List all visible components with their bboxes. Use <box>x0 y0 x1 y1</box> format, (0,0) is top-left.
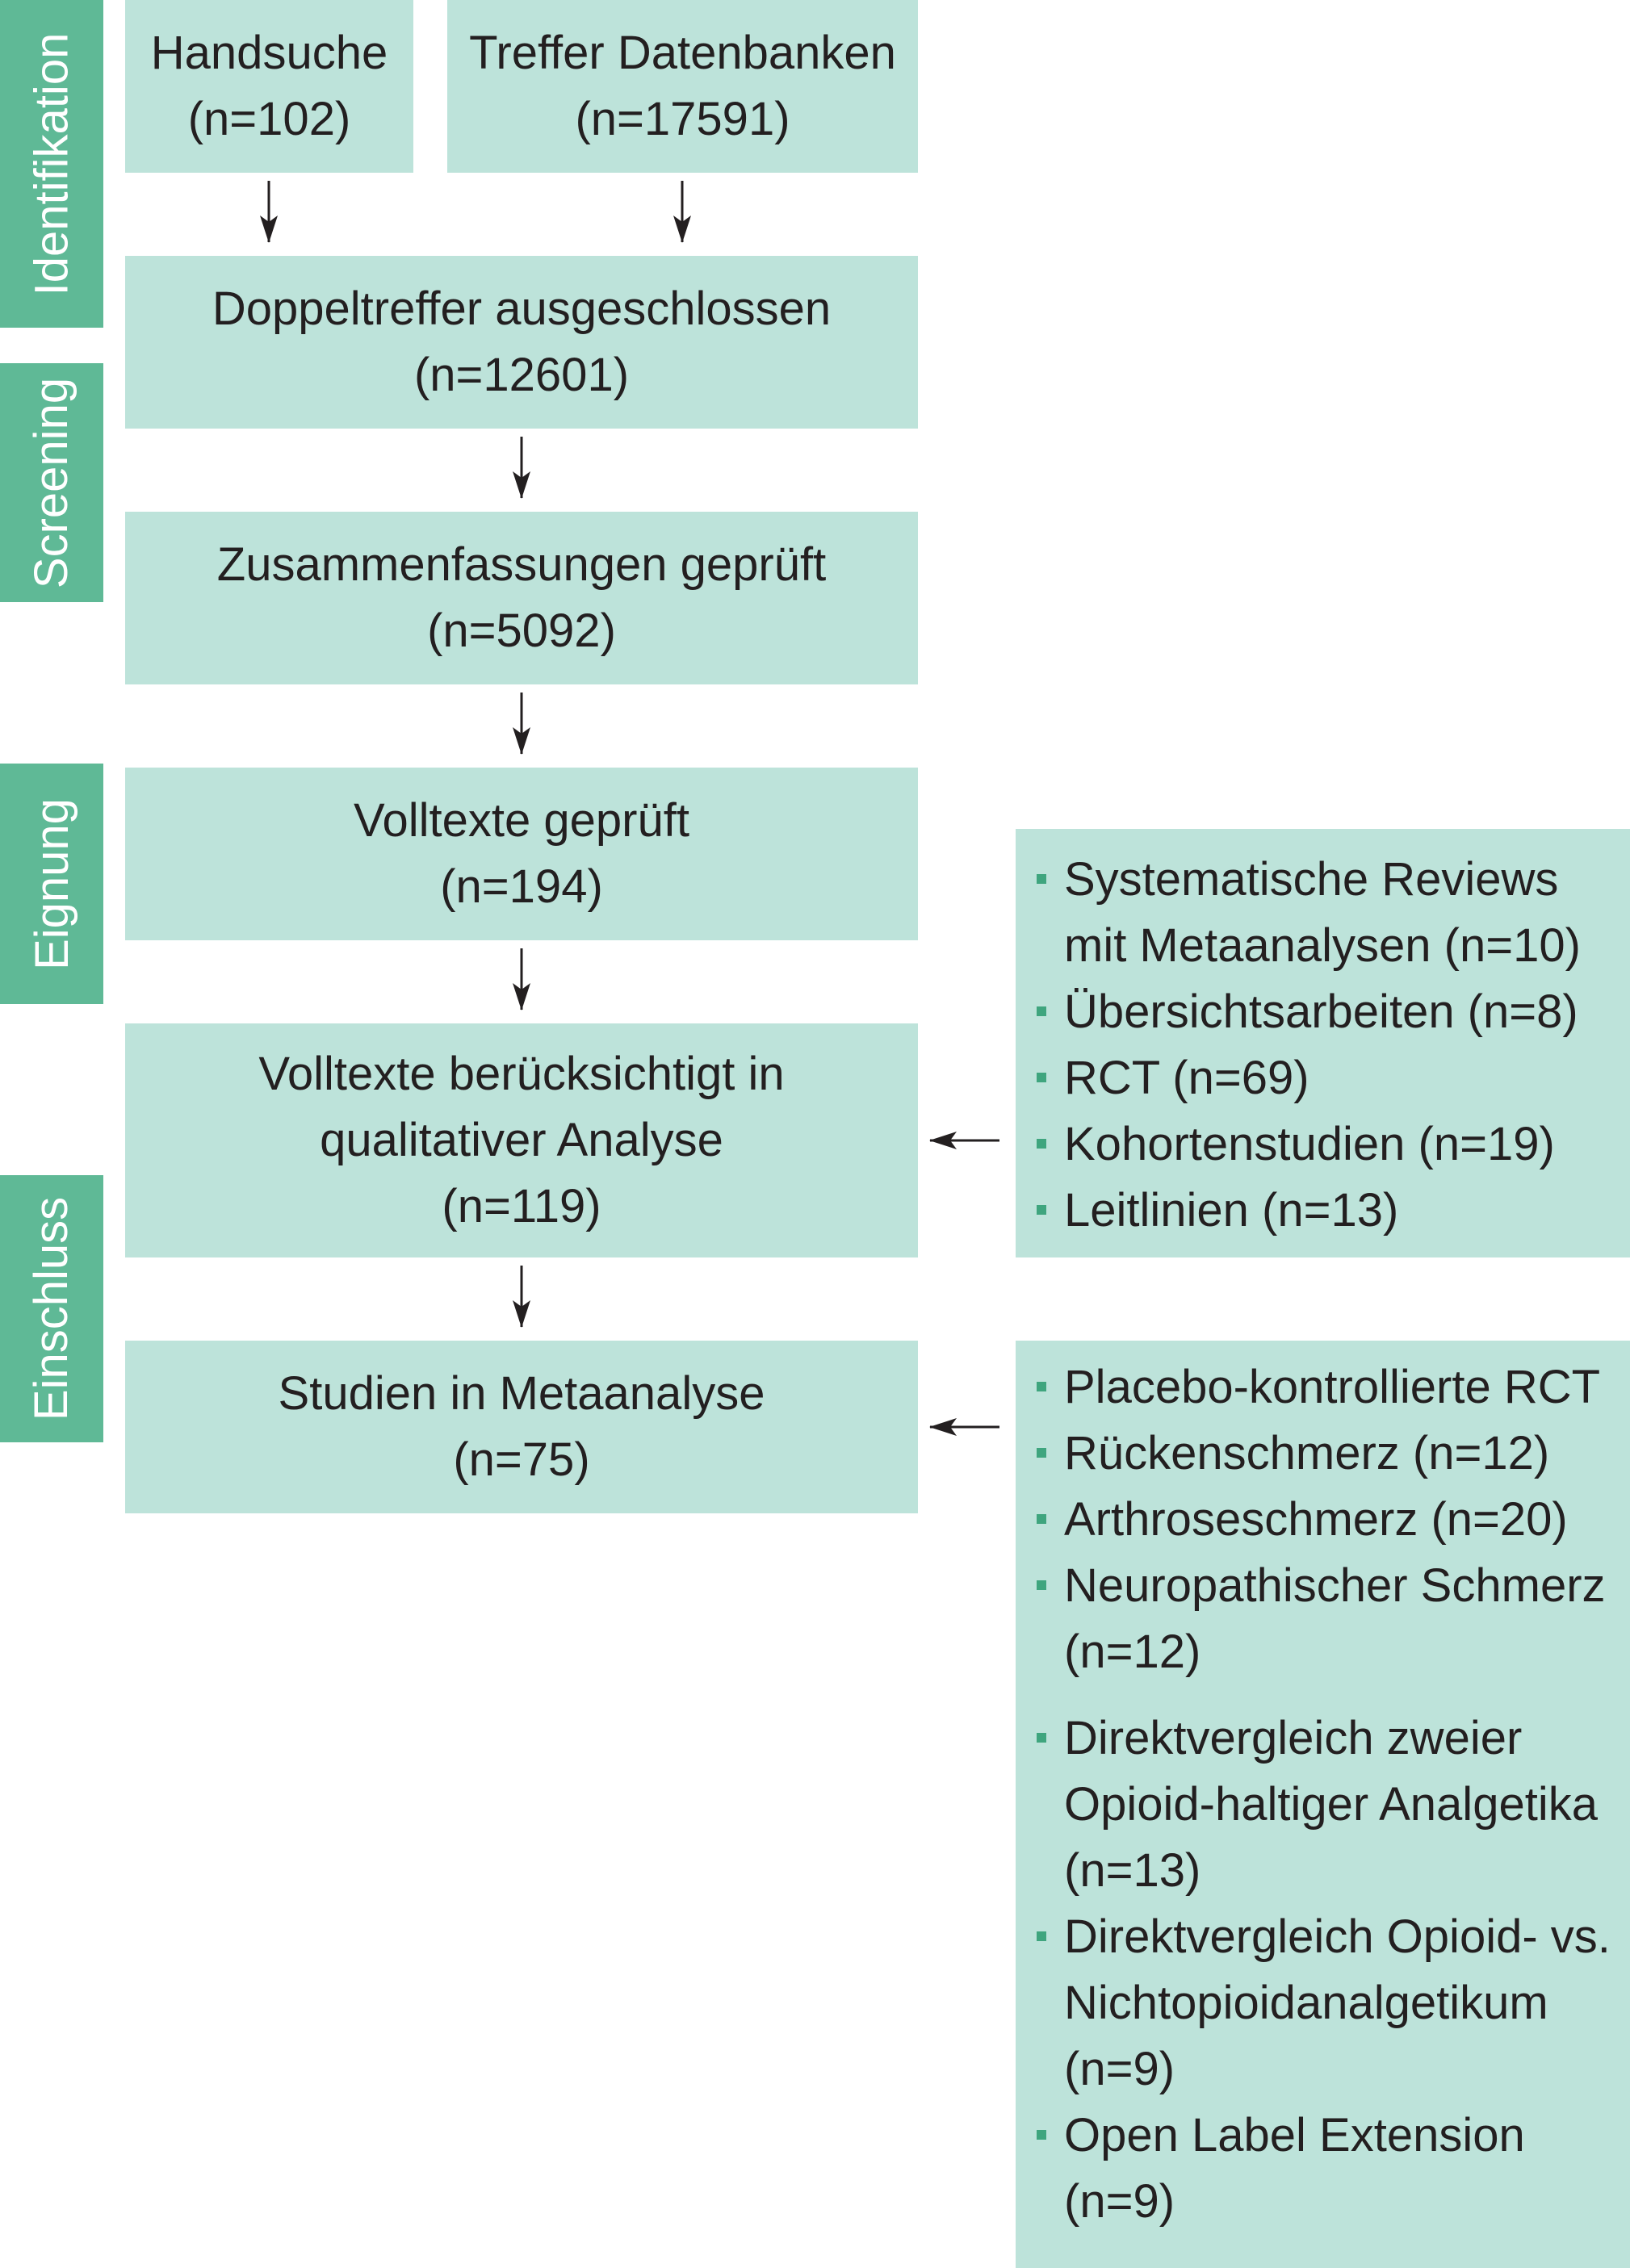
breakdown-item-line: Arthroseschmerz (n=20) <box>1064 1493 1568 1546</box>
phase-eligibility: Eignung <box>0 764 103 1004</box>
bullet-icon <box>1037 1073 1046 1082</box>
breakdown-item-line: Übersichtsarbeiten (n=8) <box>1064 985 1578 1038</box>
database-hits-box: Treffer Datenbanken (n=17591) <box>447 0 918 173</box>
bullet-icon <box>1037 1006 1046 1016</box>
meta-analysis-box: Studien in Metaanalyse (n=75) <box>125 1341 918 1513</box>
breakdown-item-line: (n=12) <box>1064 1626 1201 1678</box>
breakdown-item: Placebo-kontrollierte RCT <box>1037 1354 1630 1421</box>
breakdown-item: Open Label Extension (n=9) <box>1037 2103 1630 2235</box>
bullet-icon <box>1037 1514 1046 1524</box>
breakdown-item-line: (n=13) <box>1064 1844 1201 1897</box>
fulltexts-assessed-count: (n=194) <box>440 860 603 913</box>
abstracts-screened-label: Zusammenfassungen geprüft <box>216 538 827 591</box>
breakdown-item: Systematische Reviews mit Metaanalysen (… <box>1037 847 1630 979</box>
bullet-icon <box>1037 1733 1046 1743</box>
abstracts-screened-box: Zusammenfassungen geprüft (n=5092) <box>125 512 918 684</box>
bullet-icon <box>1037 2130 1046 2140</box>
fulltexts-included-count: (n=119) <box>442 1180 601 1232</box>
hand-search-box: Handsuche (n=102) <box>125 0 413 173</box>
breakdown-item-line: Nichtopioidanalgetikum <box>1064 1977 1548 2029</box>
qualitative-breakdown-box: Systematische Reviews mit Metaanalysen (… <box>1016 829 1630 1257</box>
fulltexts-included-box: Volltexte berücksichtigt in qualitativer… <box>125 1023 918 1257</box>
breakdown-item-line: Placebo-kontrollierte RCT <box>1064 1361 1601 1413</box>
duplicates-excluded-label: Doppeltreffer ausgeschlossen <box>212 282 832 335</box>
breakdown-item-line: Neuropathischer Schmerz <box>1064 1559 1606 1612</box>
fulltexts-assessed-box: Volltexte geprüft (n=194) <box>125 768 918 940</box>
breakdown-item-line: (n=9) <box>1064 2043 1175 2095</box>
bullet-icon <box>1037 874 1046 884</box>
breakdown-item-line: Leitlinien (n=13) <box>1064 1184 1399 1237</box>
breakdown-item-line: Open Label Extension <box>1064 2109 1525 2161</box>
breakdown-item-line: mit Metaanalysen (n=10) <box>1064 919 1581 972</box>
hand-search-label: Handsuche <box>150 27 388 79</box>
bullet-icon <box>1037 1139 1046 1149</box>
breakdown-item: Übersichtsarbeiten (n=8) <box>1037 979 1630 1045</box>
bullet-icon <box>1037 1382 1046 1391</box>
breakdown-item-line: Opioid-haltiger Analgetika <box>1064 1778 1598 1831</box>
breakdown-item: Neuropathischer Schmerz (n=12) <box>1037 1553 1630 1685</box>
breakdown-item-line: (n=9) <box>1064 2175 1175 2228</box>
bullet-icon <box>1037 1448 1046 1458</box>
breakdown-item: Kohortenstudien (n=19) <box>1037 1111 1630 1178</box>
abstracts-screened-count: (n=5092) <box>427 605 616 657</box>
breakdown-item: RCT (n=69) <box>1037 1045 1630 1111</box>
duplicates-excluded-box: Doppeltreffer ausgeschlossen (n=12601) <box>125 256 918 429</box>
bullet-icon <box>1037 1205 1046 1215</box>
phase-identification: Identifikation <box>0 0 103 328</box>
breakdown-item-line: Direktvergleich zweier <box>1064 1712 1523 1764</box>
breakdown-item: Rückenschmerz (n=12) <box>1037 1421 1630 1487</box>
breakdown-item-line: Systematische Reviews <box>1064 853 1559 906</box>
breakdown-item: Direktvergleich Opioid- vs. Nichtopioida… <box>1037 1904 1630 2103</box>
breakdown-item: Leitlinien (n=13) <box>1037 1178 1630 1244</box>
duplicates-excluded-count: (n=12601) <box>413 349 630 401</box>
meta-breakdown-box: Placebo-kontrollierte RCT Rückenschmerz … <box>1016 1341 1630 2268</box>
breakdown-item-line: RCT (n=69) <box>1064 1052 1309 1104</box>
database-hits-label: Treffer Datenbanken <box>469 27 896 79</box>
breakdown-item-line: Kohortenstudien (n=19) <box>1064 1118 1555 1170</box>
phase-screening: Screening <box>0 363 103 602</box>
database-hits-count: (n=17591) <box>575 93 790 145</box>
meta-analysis-label: Studien in Metaanalyse <box>278 1367 765 1420</box>
breakdown-item-line: Rückenschmerz (n=12) <box>1064 1427 1550 1479</box>
bullet-icon <box>1037 1580 1046 1590</box>
phase-inclusion: Einschluss <box>0 1175 103 1442</box>
breakdown-item: Arthroseschmerz (n=20) <box>1037 1487 1630 1553</box>
breakdown-item: Direktvergleich zweier Opioid-haltiger A… <box>1037 1705 1630 1904</box>
breakdown-item-line: Direktvergleich Opioid- vs. <box>1064 1910 1611 1963</box>
bullet-icon <box>1037 1931 1046 1941</box>
meta-analysis-count: (n=75) <box>453 1433 590 1486</box>
fulltexts-included-line2: qualitativer Analyse <box>320 1114 723 1166</box>
hand-search-count: (n=102) <box>187 93 351 145</box>
fulltexts-included-line1: Volltexte berücksichtigt in <box>258 1048 785 1100</box>
fulltexts-assessed-label: Volltexte geprüft <box>354 794 689 847</box>
